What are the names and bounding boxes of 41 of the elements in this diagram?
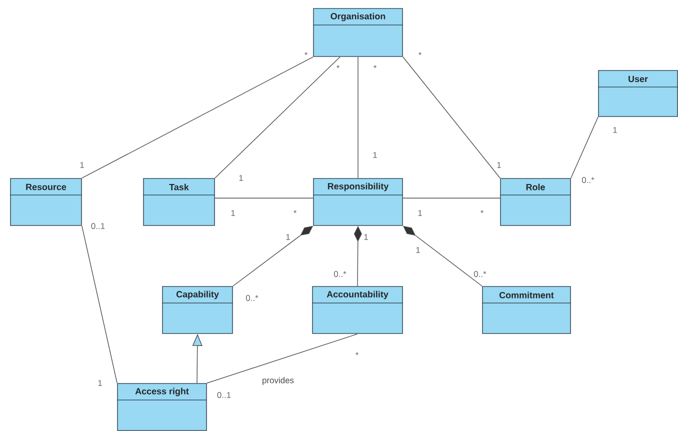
association-line	[214, 56, 340, 178]
multiplicity-label: *	[304, 52, 308, 56]
association-line	[82, 56, 314, 178]
multiplicity-label: 1	[239, 175, 243, 181]
multiplicity-label: 0..1	[217, 392, 231, 398]
multiplicity-label: 0..*	[334, 271, 346, 277]
multiplicity-label: 1	[613, 127, 617, 133]
class-box: Capability	[162, 286, 234, 334]
multiplicity-label: *	[356, 352, 359, 356]
multiplicity-label: 0..*	[474, 271, 486, 277]
edge-label: provides	[261, 376, 295, 386]
multiplicity-label: 1	[231, 210, 235, 216]
multiplicity-label: *	[336, 65, 340, 68]
multiplicity-label: 1	[98, 380, 102, 386]
multiplicity-label: *	[480, 210, 484, 214]
multiplicity-label: 1	[416, 247, 420, 253]
multiplicity-label: 1	[286, 234, 290, 240]
multiplicity-label: 1	[418, 210, 422, 216]
class-box: User	[598, 70, 678, 117]
class-box: Commitment	[482, 286, 572, 334]
association-line	[570, 116, 598, 178]
multiplicity-label: 1	[364, 234, 368, 240]
association-line	[82, 226, 118, 384]
class-box: Resource	[10, 178, 82, 226]
multiplicity-label: *	[418, 52, 422, 56]
class-box: Task	[142, 178, 216, 226]
multiplicity-label: 1	[497, 162, 501, 168]
class-box: Organisation	[312, 8, 404, 57]
class-box: Accountability	[312, 286, 404, 334]
multiplicity-label: 1	[80, 162, 84, 168]
association-line	[402, 56, 500, 178]
multiplicity-label: 0..*	[246, 295, 258, 301]
class-box: Responsibility	[312, 178, 404, 226]
multiplicity-label: 0..*	[582, 177, 594, 183]
multiplicity-label: *	[294, 210, 297, 214]
multiplicity-label: 0..1	[91, 223, 105, 229]
multiplicity-label: *	[374, 65, 377, 68]
class-box: Role	[500, 178, 572, 226]
association-line	[206, 334, 358, 384]
class-box: Access right	[116, 383, 208, 431]
multiplicity-label: 1	[373, 152, 377, 158]
